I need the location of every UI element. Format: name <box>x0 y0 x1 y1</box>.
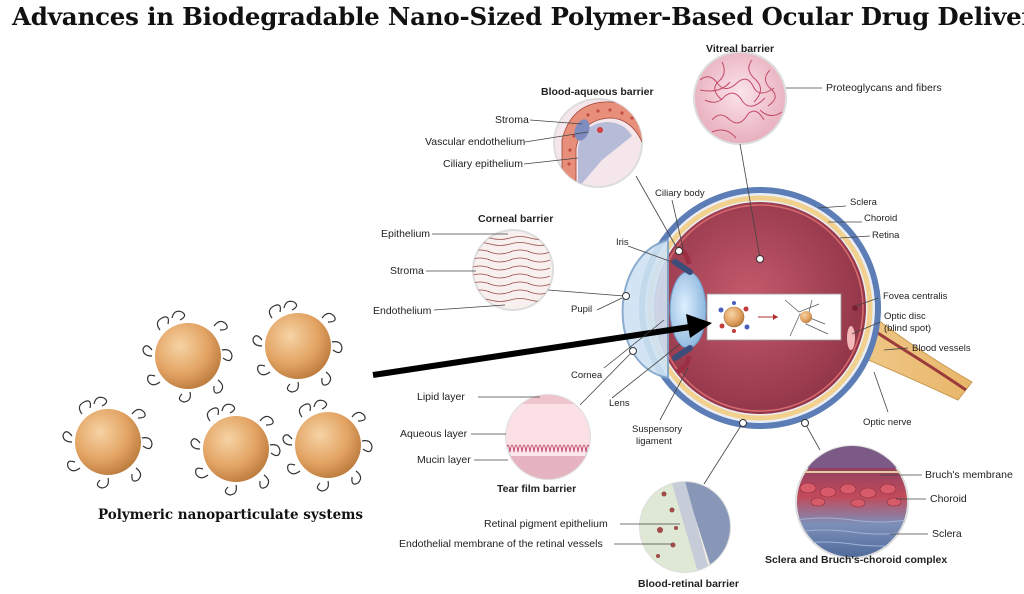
tear-film-barrier-inset: Tear film barrier Lipid layer Aqueous la… <box>400 347 637 495</box>
label-sclera-sb: Sclera <box>932 528 962 540</box>
label-blind-spot: (blind spot) <box>884 323 931 334</box>
label-lens: Lens <box>609 398 630 409</box>
label-iris: Iris <box>616 237 629 248</box>
label-ciliary-epithelium: Ciliary epithelium <box>443 158 523 170</box>
vitreal-barrier-inset: Vitreal barrier Proteoglycans and fibers <box>693 43 942 263</box>
label-vascular-endothelium: Vascular endothelium <box>425 136 525 148</box>
corneal-barrier-inset: Corneal barrier Epithelium Stroma Endoth… <box>373 213 630 317</box>
label-cornea: Cornea <box>571 370 603 381</box>
eye-anatomy-labels: Ciliary body Iris Pupil Cornea Lens Susp… <box>571 188 971 447</box>
label-choroid: Choroid <box>864 213 897 224</box>
nanoparticle-caption: Polymeric nanoparticulate systems <box>98 507 364 523</box>
label-ligament: ligament <box>636 436 672 447</box>
nanoparticle <box>142 310 233 403</box>
blood-aqueous-barrier-inset: Blood-aqueous barrier Stroma Vascular en… <box>425 86 683 255</box>
nanoparticle <box>190 403 281 496</box>
label-stroma-ba: Stroma <box>495 114 529 126</box>
label-blood-vessels: Blood vessels <box>912 343 971 354</box>
nanoparticle-cluster <box>62 300 373 496</box>
label-pupil: Pupil <box>571 304 592 315</box>
label-rpe: Retinal pigment epithelium <box>484 518 608 530</box>
label-retina: Retina <box>872 230 900 241</box>
label-mucin-layer: Mucin layer <box>417 454 471 466</box>
delivery-arrow <box>372 314 712 378</box>
label-aqueous-layer: Aqueous layer <box>400 428 468 440</box>
label-bruchs-membrane: Bruch's membrane <box>925 469 1013 481</box>
label-lipid-layer: Lipid layer <box>417 391 465 403</box>
page-title: Advances in Biodegradable Nano-Sized Pol… <box>12 2 1024 31</box>
label-epithelium: Epithelium <box>381 228 430 240</box>
label-ciliary-body: Ciliary body <box>655 188 705 199</box>
label-sclera: Sclera <box>850 197 878 208</box>
label-stroma-corneal: Stroma <box>390 265 424 277</box>
blood-retinal-barrier-title: Blood-retinal barrier <box>638 578 739 590</box>
label-suspensory: Suspensory <box>632 424 682 435</box>
label-optic-disc: Optic disc <box>884 311 926 322</box>
nanoparticle <box>252 300 343 393</box>
label-endothelial-membrane: Endothelial membrane of the retinal vess… <box>399 538 603 550</box>
vitreal-barrier-title: Vitreal barrier <box>706 43 774 55</box>
label-optic-nerve: Optic nerve <box>863 417 912 428</box>
blood-aqueous-barrier-title: Blood-aqueous barrier <box>541 86 654 98</box>
nanoparticle <box>282 399 373 492</box>
label-endothelium: Endothelium <box>373 305 432 317</box>
eyeball <box>621 187 973 429</box>
label-choroid-sb: Choroid <box>930 493 967 505</box>
tear-film-barrier-title: Tear film barrier <box>497 483 576 495</box>
label-proteoglycans: Proteoglycans and fibers <box>826 82 942 94</box>
sclera-bruch-inset: Sclera and Bruch's-choroid complex Bruch… <box>765 419 1013 566</box>
label-fovea: Fovea centralis <box>883 291 948 302</box>
corneal-barrier-title: Corneal barrier <box>478 213 553 225</box>
nanoparticle <box>62 396 153 489</box>
sclera-bruch-title: Sclera and Bruch's-choroid complex <box>765 554 947 566</box>
nanoparticle-inset <box>706 293 842 341</box>
